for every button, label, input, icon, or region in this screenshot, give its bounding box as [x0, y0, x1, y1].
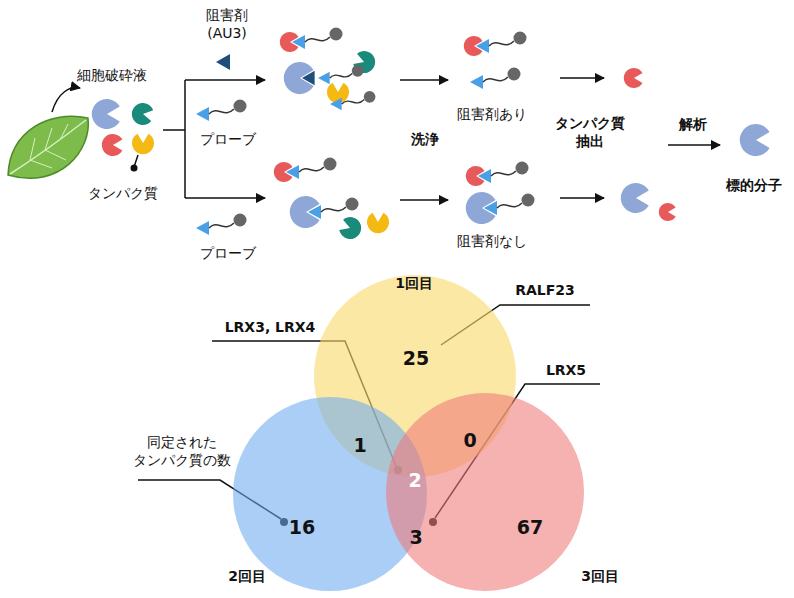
text-label: 標的分子	[726, 177, 782, 195]
text-label: 洗浄	[411, 131, 439, 149]
text-label: 同定された タンパク質の数	[130, 433, 234, 469]
count-number: 67	[517, 516, 543, 538]
leaf	[8, 116, 88, 178]
text-label: 細胞破砕液	[77, 67, 147, 85]
count-number: 3	[409, 526, 422, 548]
round-label: 1回目	[395, 275, 433, 293]
circle-shape	[385, 392, 585, 592]
round-label: 2回目	[228, 568, 266, 586]
text-label: 解析	[679, 116, 707, 134]
text-label: 阻害剤 (AU3)	[198, 6, 256, 42]
text-label: LRX3, LRX4	[225, 319, 316, 335]
text-label: プローブ	[200, 131, 256, 149]
text-label: LRX5	[546, 362, 586, 378]
text-label: プローブ	[200, 245, 256, 263]
text-label: タンパク質	[88, 185, 158, 203]
text-label: 阻害剤なし	[457, 233, 527, 251]
count-number: 1	[353, 434, 366, 456]
count-number: 0	[463, 429, 476, 451]
text-label: タンパク質 抽出	[550, 114, 630, 150]
text-label: RALF23	[515, 282, 575, 298]
text-label: 阻害剤あり	[457, 106, 527, 124]
count-number: 25	[403, 347, 429, 369]
round-label: 3回目	[581, 568, 619, 586]
count-number: 16	[289, 516, 315, 538]
venn-circle: 3回目67	[385, 392, 585, 592]
count-number: 2	[408, 469, 421, 491]
